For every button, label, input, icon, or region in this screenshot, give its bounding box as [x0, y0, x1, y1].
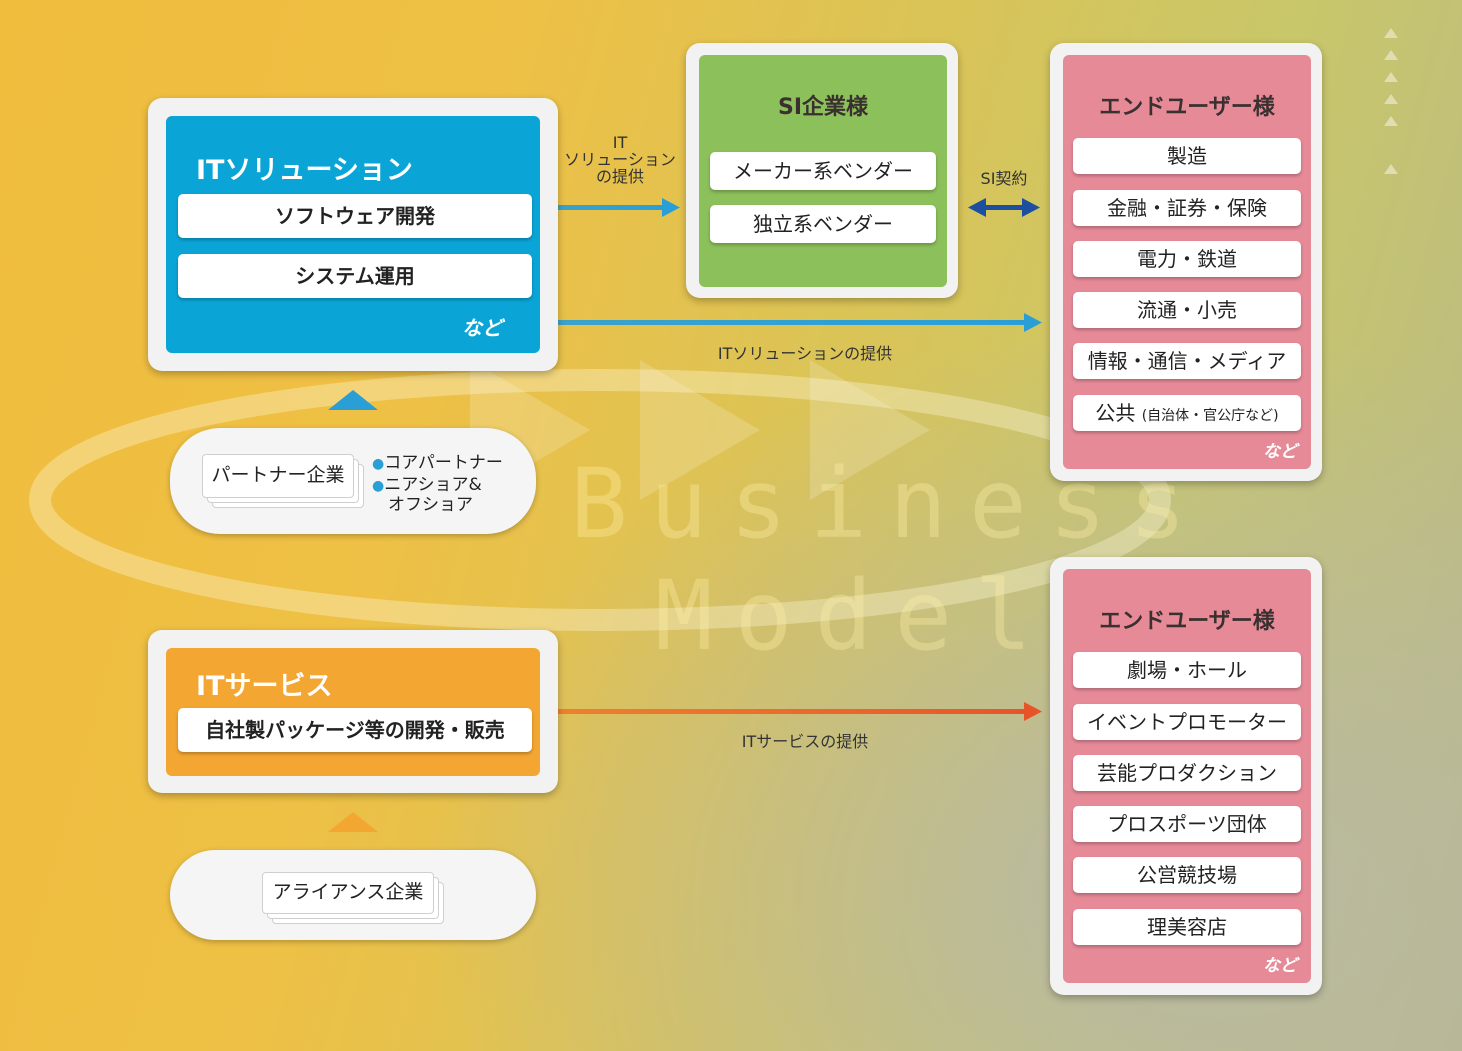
enduser1-etc: など [1263, 442, 1297, 462]
si-item-independent: 独立系ベンダー [710, 205, 936, 243]
arrow-it-to-si [542, 198, 680, 217]
enduser2-panel: エンドユーザー様 劇場・ホール イベントプロモーター 芸能プロダクション プロス… [1063, 569, 1311, 983]
enduser2-item-sports: プロスポーツ団体 [1073, 806, 1301, 842]
enduser2-item-event: イベントプロモーター [1073, 704, 1301, 740]
arrow-it-to-enduser [542, 313, 1042, 332]
it-solution-item-operations: システム運用 [178, 254, 532, 298]
label-it-to-si: IT ソリューション の提供 [564, 133, 676, 186]
alliance-label: アライアンス企業 [262, 872, 434, 914]
enduser1-panel: エンドユーザー様 製造 金融・証券・保険 電力・鉄道 流通・小売 情報・通信・メ… [1063, 55, 1311, 469]
si-frame: SI企業様 メーカー系ベンダー 独立系ベンダー [686, 43, 958, 298]
arrow-si-contract [968, 198, 1040, 217]
enduser1-item-manufacturing: 製造 [1073, 138, 1301, 174]
arrow-service-to-enduser [542, 702, 1042, 721]
label-si-contract: SI契約 [980, 169, 1028, 188]
si-title: SI企業様 [777, 95, 869, 120]
si-item-maker: メーカー系ベンダー [710, 152, 936, 190]
watermark-model: Model [655, 560, 1054, 672]
label-it-solution-provide: ITソリューションの提供 [717, 344, 893, 363]
it-solution-item-software: ソフトウェア開発 [178, 194, 532, 238]
it-service-frame: ITサービス 自社製パッケージ等の開発・販売 [148, 630, 558, 793]
enduser2-title: エンドユーザー様 [1099, 609, 1275, 634]
enduser1-item-finance: 金融・証券・保険 [1073, 190, 1301, 226]
alliance-up-triangle [328, 812, 378, 832]
it-service-item-package: 自社製パッケージ等の開発・販売 [178, 708, 532, 752]
it-solution-frame: ITソリューション ソフトウェア開発 システム運用 など [148, 98, 558, 371]
enduser1-item-public: 公共 (自治体・官公庁など) [1073, 395, 1301, 431]
it-service-panel: ITサービス 自社製パッケージ等の開発・販売 [166, 648, 540, 776]
enduser2-item-talent: 芸能プロダクション [1073, 755, 1301, 791]
it-solution-panel: ITソリューション ソフトウェア開発 システム運用 など [166, 116, 540, 353]
enduser1-frame: エンドユーザー様 製造 金融・証券・保険 電力・鉄道 流通・小売 情報・通信・メ… [1050, 43, 1322, 481]
partner-up-triangle [328, 390, 378, 410]
it-service-title: ITサービス [196, 671, 333, 702]
enduser2-etc: など [1263, 956, 1297, 976]
partner-pill: パートナー企業 ●コアパートナー ●ニアショア&オフショア [170, 428, 536, 534]
it-solution-title: ITソリューション [196, 155, 413, 186]
partner-bullet-shore: ●ニアショア&オフショア [372, 475, 482, 515]
enduser1-title: エンドユーザー様 [1099, 95, 1275, 120]
enduser2-frame: エンドユーザー様 劇場・ホール イベントプロモーター 芸能プロダクション プロス… [1050, 557, 1322, 995]
enduser2-item-theater: 劇場・ホール [1073, 652, 1301, 688]
partner-label: パートナー企業 [202, 454, 354, 498]
alliance-pill: アライアンス企業 [170, 850, 536, 940]
enduser1-item-power: 電力・鉄道 [1073, 241, 1301, 277]
partner-bullet-core: ●コアパートナー [372, 453, 503, 473]
enduser2-item-stadium: 公営競技場 [1073, 857, 1301, 893]
si-panel: SI企業様 メーカー系ベンダー 独立系ベンダー [699, 55, 947, 287]
enduser1-item-media: 情報・通信・メディア [1073, 343, 1301, 379]
enduser1-item-retail: 流通・小売 [1073, 292, 1301, 328]
it-solution-etc: など [462, 316, 502, 340]
label-it-service-provide: ITサービスの提供 [741, 732, 869, 751]
enduser2-item-salon: 理美容店 [1073, 909, 1301, 945]
